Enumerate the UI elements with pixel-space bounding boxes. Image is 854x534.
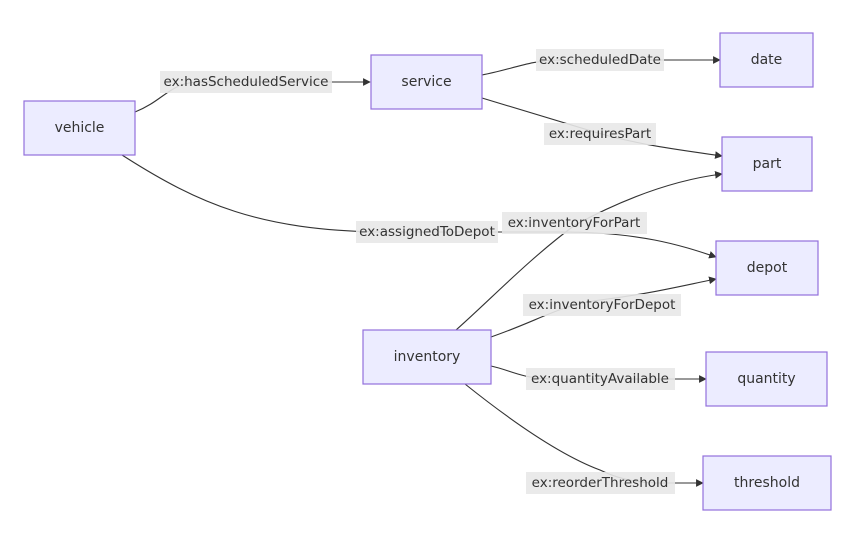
edge-label-text: ex:scheduledDate [539,52,661,68]
edge-label-has-scheduled-service: ex:hasScheduledService [160,71,332,93]
node-depot: depot [715,240,819,296]
edge-label-scheduled-date: ex:scheduledDate [536,49,664,71]
edge-label-text: ex:quantityAvailable [531,371,669,387]
node-part: part [721,136,813,192]
edge-label-text: ex:inventoryForPart [508,215,641,231]
edge-label-text: ex:reorderThreshold [532,475,669,491]
node-date: date [719,32,814,88]
node-quantity: quantity [705,351,828,407]
node-label: threshold [734,475,800,491]
edge-label-quantity-available: ex:quantityAvailable [526,368,675,390]
node-vehicle: vehicle [23,100,136,156]
node-label: date [751,52,783,68]
node-threshold: threshold [702,455,832,511]
edge-label-reorder-threshold: ex:reorderThreshold [526,472,675,494]
edge-label-assigned-to-depot: ex:assignedToDepot [356,221,498,243]
edge-label-text: ex:assignedToDepot [359,224,495,240]
node-label: vehicle [55,120,105,136]
node-label: quantity [737,371,795,387]
node-inventory: inventory [362,329,492,385]
node-service: service [370,54,483,110]
edge-reorder-threshold [464,383,704,487]
edge-label-text: ex:hasScheduledService [164,74,329,90]
node-label: service [401,74,451,90]
node-label: depot [747,260,788,276]
node-label: part [753,156,782,172]
edge-label-inventory-for-part: ex:inventoryForPart [502,212,647,234]
edge-label-text: ex:requiresPart [549,126,651,142]
edge-label-inventory-for-depot: ex:inventoryForDepot [523,294,681,316]
edge-label-requires-part: ex:requiresPart [544,123,656,145]
node-label: inventory [394,349,461,365]
edge-label-text: ex:inventoryForDepot [529,297,676,313]
